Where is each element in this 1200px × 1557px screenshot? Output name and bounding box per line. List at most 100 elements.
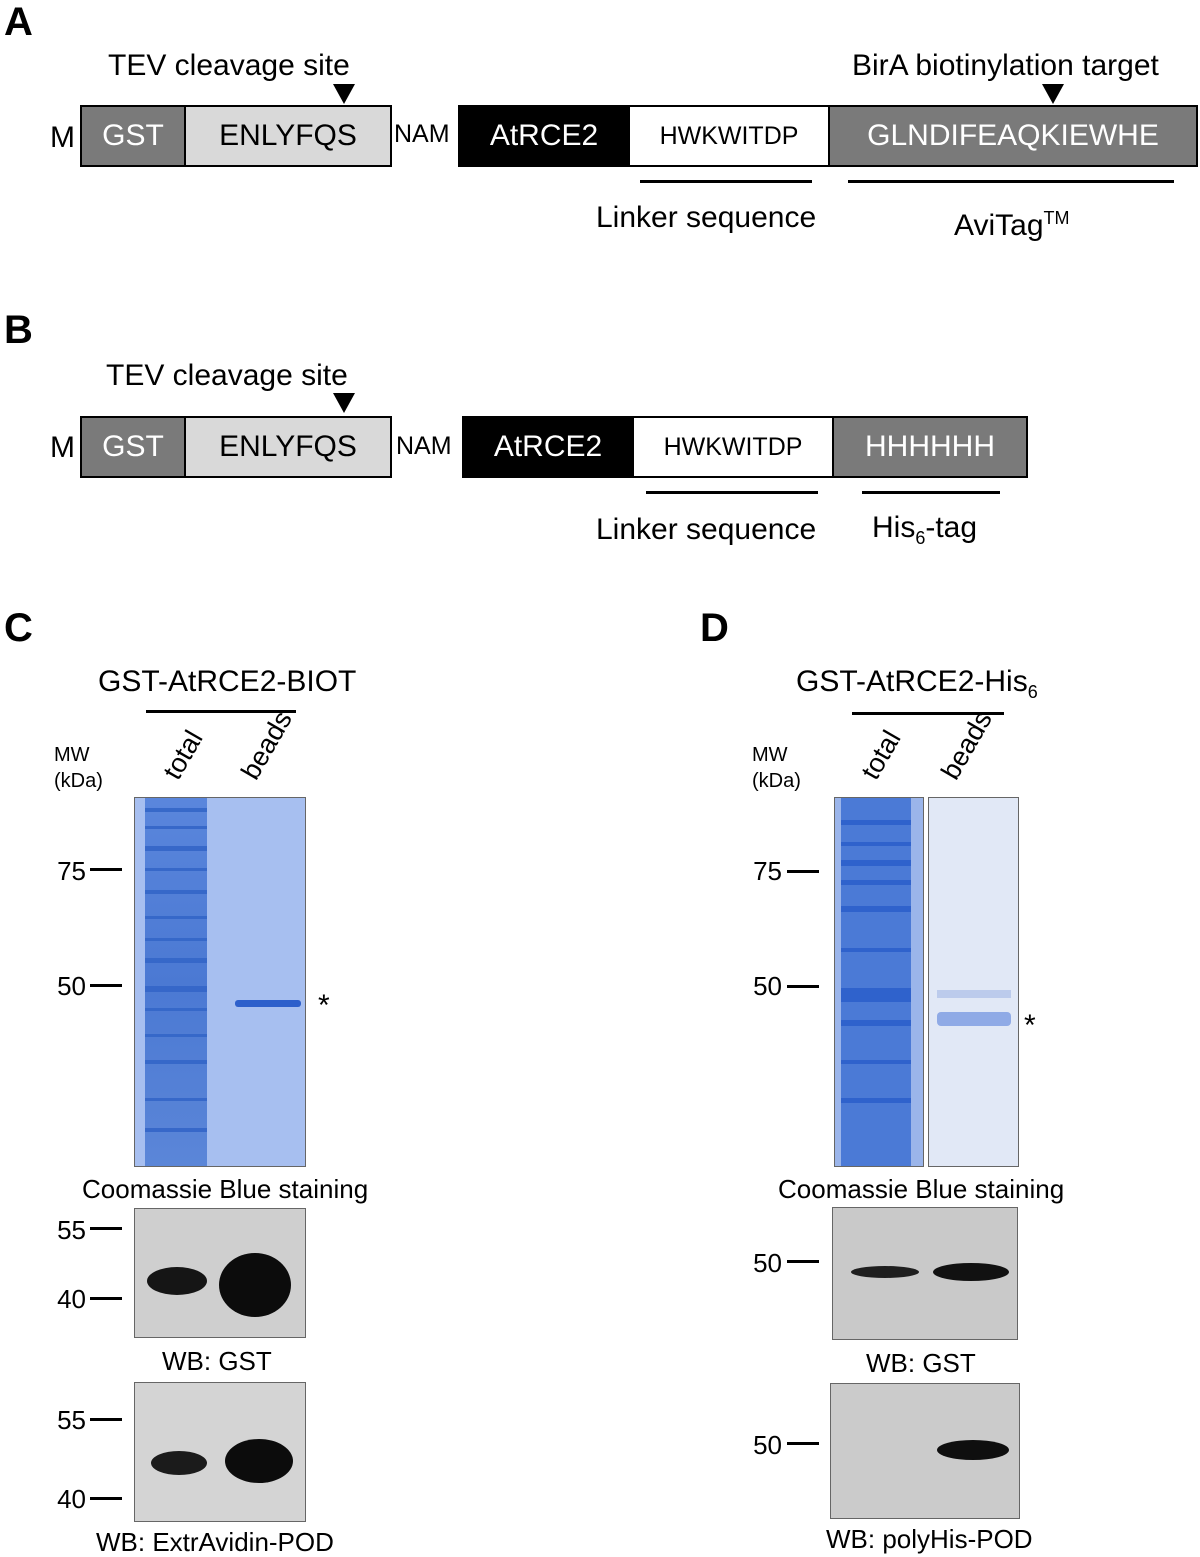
wb2-c-marker-40: 40	[57, 1484, 86, 1514]
tev-sequence-segment-b: ENLYFQS	[184, 416, 392, 478]
gel-d-tick-50	[787, 985, 819, 988]
wb1-d-total-band	[851, 1266, 919, 1278]
bira-target-label: BirA biotinylation target	[852, 49, 1159, 82]
lane-label-total-d: total	[855, 725, 907, 785]
gel-c-marker-50: 50	[57, 971, 86, 1001]
mw-label-d-line1: MW	[752, 744, 788, 766]
his6-label: His6-tag	[872, 512, 977, 554]
gel-d-total-svg	[841, 798, 911, 1166]
coomassie-gel-d-total	[834, 797, 924, 1167]
nam-residues-b: NAM	[396, 432, 452, 460]
wb2-d-tick-50	[787, 1442, 819, 1445]
panel-d-letter: D	[700, 606, 729, 650]
start-methionine-a: M	[50, 121, 75, 154]
gel-c-beads-band	[235, 1000, 301, 1007]
wb2-d-beads-band	[937, 1440, 1009, 1460]
linker-segment-b: HWKWITDP	[632, 416, 834, 478]
linker-label-b: Linker sequence	[596, 513, 817, 546]
avitag-trademark: TM	[1043, 208, 1070, 228]
linker-underline-b	[646, 491, 818, 494]
gel-c-caption: Coomassie Blue staining	[82, 1174, 369, 1204]
tev-sequence-segment-a: ENLYFQS	[184, 105, 392, 167]
gel-d-tick-75	[787, 870, 819, 873]
gel-d-beads-band	[937, 1012, 1011, 1026]
wb1-c-marker-55: 55	[57, 1215, 86, 1245]
avitag-label: AviTagTM	[954, 202, 1070, 242]
his6-label-tail: -tag	[925, 511, 978, 544]
lane-label-total-c: total	[157, 725, 209, 785]
gel-d-marker-75: 75	[753, 856, 782, 886]
mw-label-d: MW (kDa)	[752, 742, 801, 794]
wb2-c-svg	[151, 1439, 293, 1483]
construct-underline-d	[852, 712, 1004, 715]
wb2-d-caption: WB: polyHis-POD	[826, 1524, 1033, 1554]
panel-a-letter: A	[4, 0, 33, 44]
construct-label-d-main: GST-AtRCE2-His	[796, 665, 1028, 698]
atrce2-segment-a: AtRCE2	[458, 105, 630, 167]
wb1-d-svg	[851, 1263, 1009, 1281]
gel-c-total-lane	[145, 798, 207, 1166]
avitag-segment: GLNDIFEAQKIEWHE	[828, 105, 1198, 167]
wb2-c-beads-band	[225, 1439, 293, 1483]
construct-label-d-sub: 6	[1027, 682, 1038, 702]
wb1-c-tick-55	[90, 1227, 122, 1230]
mw-label-c-line1: MW	[54, 744, 90, 766]
coomassie-gel-c	[134, 797, 306, 1167]
his6-underline	[862, 491, 1000, 494]
his6-label-sub: 6	[915, 528, 926, 548]
gst-segment-a: GST	[80, 105, 186, 167]
gel-d-total-lane	[841, 798, 911, 1166]
gel-d-marker-50: 50	[753, 971, 782, 1001]
his6-segment: HHHHHH	[832, 416, 1028, 478]
avitag-underline	[848, 180, 1174, 183]
wb2-c-caption: WB: ExtrAvidin-POD	[96, 1527, 334, 1557]
atrce2-segment-b: AtRCE2	[462, 416, 634, 478]
linker-label-a: Linker sequence	[596, 201, 817, 234]
mw-label-d-line2: (kDa)	[752, 770, 801, 792]
wb2-d-svg	[937, 1440, 1009, 1460]
western-blot-extravidin-c	[134, 1382, 306, 1522]
gel-c-svg	[145, 798, 301, 1166]
tev-site-label-b: TEV cleavage site	[106, 359, 348, 392]
his6-label-main: His	[872, 511, 916, 544]
gel-d-star: *	[1024, 1009, 1036, 1042]
gel-c-tick-50	[90, 984, 122, 987]
wb1-c-beads-band	[219, 1253, 291, 1317]
mw-label-c: MW (kDa)	[54, 742, 103, 794]
gel-c-tick-75	[90, 868, 122, 871]
wb1-d-caption: WB: GST	[866, 1348, 976, 1378]
lane-label-beads-d: beads	[935, 705, 998, 785]
gel-c-marker-75: 75	[57, 856, 86, 886]
tev-cleavage-arrow-a	[333, 84, 355, 104]
construct-label-c: GST-AtRCE2-BIOT	[98, 665, 357, 698]
panel-b-letter: B	[4, 308, 33, 352]
coomassie-gel-d-beads	[928, 797, 1019, 1167]
western-blot-polyhis-d	[830, 1383, 1020, 1519]
panel-c-letter: C	[4, 606, 33, 650]
wb1-c-marker-40: 40	[57, 1284, 86, 1314]
start-methionine-b: M	[50, 431, 75, 464]
wb1-c-caption: WB: GST	[162, 1346, 272, 1376]
wb2-c-total-band	[151, 1451, 207, 1475]
construct-underline-c	[146, 710, 296, 713]
tev-cleavage-arrow-b	[333, 393, 355, 413]
wb1-d-tick-50	[787, 1260, 819, 1263]
wb2-d-marker-50: 50	[753, 1430, 782, 1460]
avitag-label-text: AviTag	[954, 209, 1044, 242]
bira-target-arrow	[1042, 84, 1064, 104]
wb2-c-tick-40	[90, 1497, 122, 1500]
gel-c-star: *	[318, 989, 330, 1022]
tev-site-label-a: TEV cleavage site	[108, 49, 350, 82]
gel-d-caption: Coomassie Blue staining	[778, 1174, 1065, 1204]
lane-label-beads-c: beads	[235, 705, 298, 785]
gst-segment-b: GST	[80, 416, 186, 478]
gel-d-beads-svg	[937, 990, 1011, 1026]
wb1-d-beads-band	[933, 1263, 1009, 1281]
wb1-d-marker-50: 50	[753, 1248, 782, 1278]
wb1-c-svg	[147, 1253, 291, 1317]
construct-label-d: GST-AtRCE2-His6	[796, 666, 1038, 708]
mw-label-c-line2: (kDa)	[54, 770, 103, 792]
wb2-c-marker-55: 55	[57, 1405, 86, 1435]
wb1-c-total-band	[147, 1267, 207, 1295]
wb2-c-tick-55	[90, 1418, 122, 1421]
